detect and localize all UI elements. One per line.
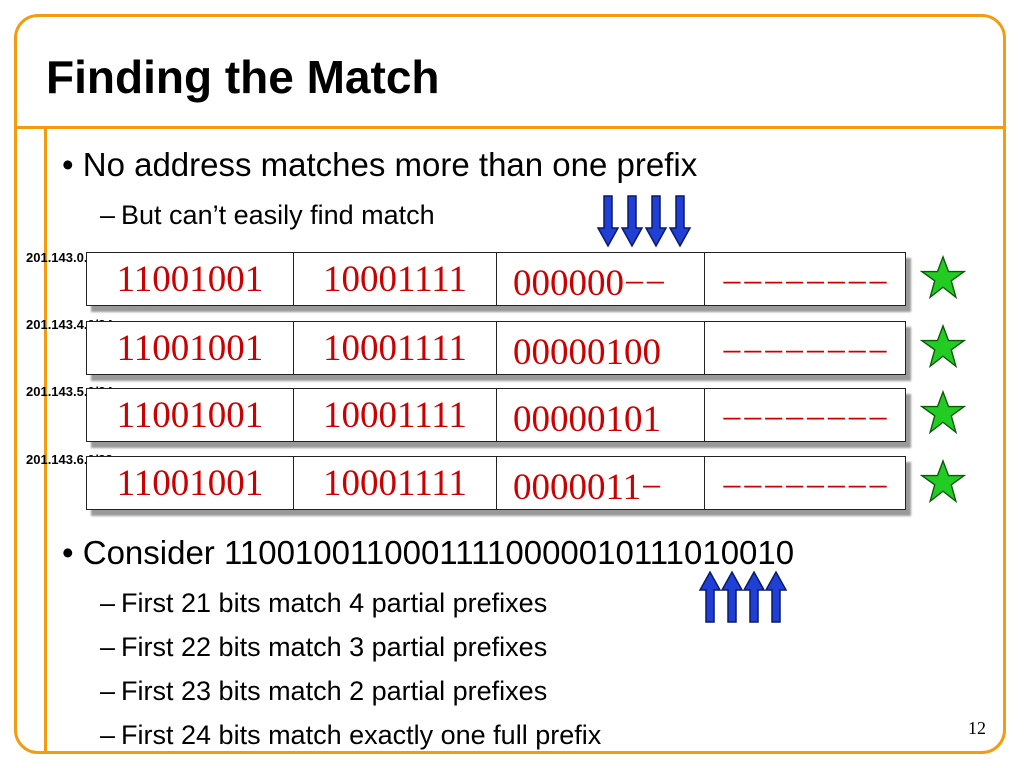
octet-cell: 000000−− [497, 253, 705, 305]
up-arrows-icon [698, 570, 788, 623]
star-icon [920, 255, 966, 300]
octet-cell: 11001001 [87, 253, 294, 305]
slide-frame [14, 14, 1006, 754]
bullet-1-text: No address matches more than one prefix [82, 146, 698, 183]
bullet-2-sub-text: First 24 bits match exactly one full pre… [121, 720, 602, 750]
bullet-2-sub-text: First 23 bits match 2 partial prefixes [121, 676, 548, 706]
octet-cell: 11001001 [87, 457, 294, 509]
bullet-marker: • [62, 534, 74, 571]
left-divider [44, 126, 47, 754]
star-icon [920, 324, 966, 369]
octet-cell: 10001111 [294, 253, 497, 305]
bullet-2-sub: –First 21 bits match 4 partial prefixes [100, 588, 547, 619]
bullet-2-text: Consider 1100100110001111000001011101001… [82, 534, 795, 571]
slide-title: Finding the Match [46, 51, 440, 103]
page-number: 12 [968, 718, 986, 738]
octet-cell: 10001111 [294, 457, 497, 509]
prefix-row: 11001001 10001111 0000011− −−−−−−−− [86, 456, 906, 510]
dash-marker: – [100, 720, 116, 750]
dash-marker: – [100, 632, 116, 662]
prefix-row: 11001001 10001111 00000101 −−−−−−−− [86, 388, 906, 442]
down-arrows-icon [596, 195, 692, 248]
prefix-row: 11001001 10001111 00000100 −−−−−−−− [86, 321, 906, 375]
octet-cell: 10001111 [294, 322, 497, 374]
bullet-2-sub: –First 23 bits match 2 partial prefixes [100, 676, 547, 707]
star-icon [920, 390, 966, 435]
star-icon [920, 459, 966, 504]
octet-cell: 0000011− [497, 457, 705, 509]
bullet-1: • No address matches more than one prefi… [62, 146, 697, 184]
bullet-1-sub: –But can’t easily find match [100, 200, 435, 231]
octet-cell: 10001111 [294, 389, 497, 441]
octet-cell: −−−−−−−− [721, 398, 889, 440]
dash-marker: – [100, 588, 116, 618]
title-divider [14, 126, 1006, 129]
bullet-2: • Consider 11001001100011110000010111010… [62, 534, 794, 572]
bullet-2-sub-text: First 21 bits match 4 partial prefixes [121, 588, 548, 618]
octet-cell: 00000100 [497, 322, 705, 374]
bullet-1-sub-text: But can’t easily find match [121, 200, 435, 230]
octet-cell: −−−−−−−− [721, 466, 889, 508]
octet-cell: −−−−−−−− [721, 331, 889, 373]
bullet-2-sub: –First 24 bits match exactly one full pr… [100, 720, 601, 751]
dash-marker: – [100, 200, 116, 230]
octet-cell: 11001001 [87, 389, 294, 441]
octet-cell: 00000101 [497, 389, 705, 441]
bullet-2-sub: –First 22 bits match 3 partial prefixes [100, 632, 547, 663]
octet-cell: 11001001 [87, 322, 294, 374]
bullet-2-sub-text: First 22 bits match 3 partial prefixes [121, 632, 548, 662]
octet-cell: −−−−−−−− [721, 262, 889, 304]
bullet-marker: • [62, 146, 74, 183]
prefix-row: 11001001 10001111 000000−− −−−−−−−− [86, 252, 906, 306]
dash-marker: – [100, 676, 116, 706]
